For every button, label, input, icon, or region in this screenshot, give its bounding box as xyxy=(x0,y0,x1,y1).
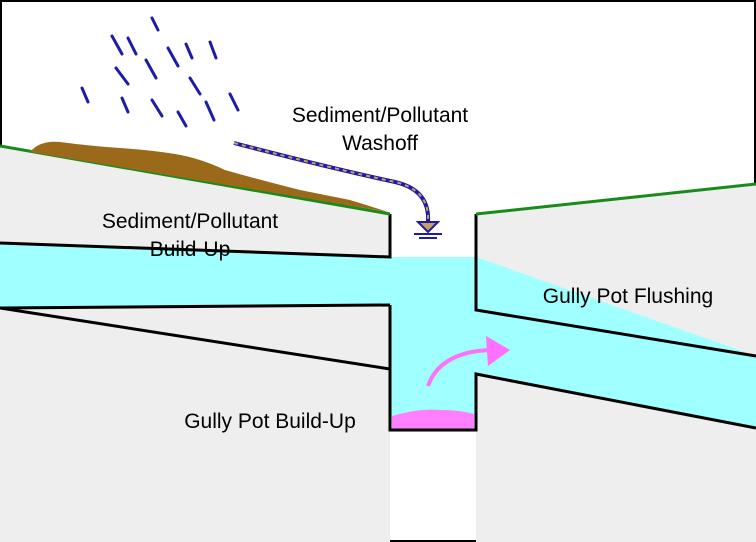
pipe-water-left xyxy=(0,243,390,308)
buildup-label-line2: Build-Up xyxy=(150,238,231,261)
gully-shaft-air xyxy=(390,214,476,258)
surface-sediment-pile xyxy=(30,141,388,212)
pipe-water-right xyxy=(476,257,756,428)
gully-buildup-label: Gully Pot Build-Up xyxy=(184,410,356,433)
gully-flushing-label: Gully Pot Flushing xyxy=(543,285,713,308)
washoff-label-line1: Sediment/Pollutant xyxy=(292,104,468,127)
gully-sediment xyxy=(392,409,474,430)
washoff-dashed-arrow-icon xyxy=(233,141,431,223)
buildup-label-line1: Sediment/Pollutant xyxy=(102,210,278,233)
ground-left xyxy=(0,146,390,542)
rain-drops-icon xyxy=(80,16,240,128)
washoff-label-line2: Washoff xyxy=(342,132,418,155)
pipe-outlines xyxy=(0,214,756,432)
gully-water xyxy=(390,257,476,430)
grass-line-right xyxy=(475,182,756,216)
water-surface-icon xyxy=(414,221,442,239)
curved-arrow-icon xyxy=(426,336,510,387)
